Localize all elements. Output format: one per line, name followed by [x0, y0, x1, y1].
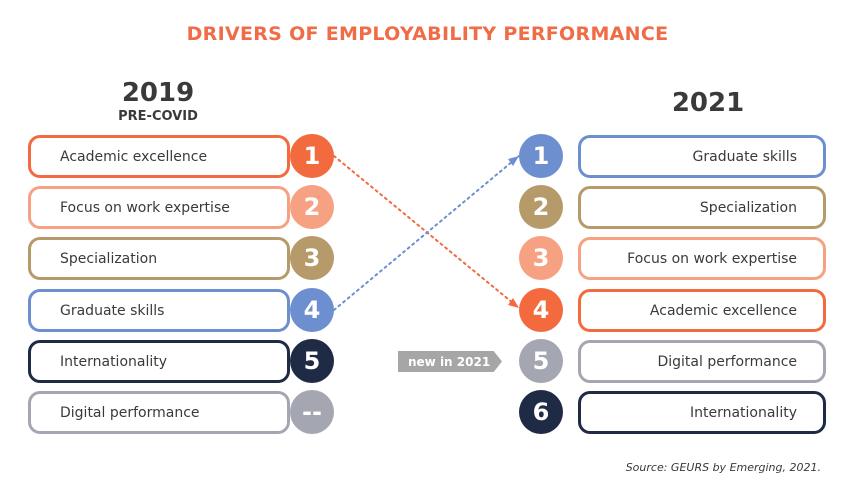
left-item-label: Focus on work expertise [60, 199, 230, 216]
right-rank-badge: 4 [519, 288, 563, 332]
right-rank-badge: 1 [519, 134, 563, 178]
left-year: 2019 [121, 78, 195, 108]
left-item-label: Specialization [60, 250, 158, 267]
right-item-label: Internationality [689, 404, 797, 421]
connector-graduate-skills [333, 155, 520, 311]
left-item-box: Graduate skills [28, 289, 290, 332]
left-item-label: Digital performance [60, 404, 200, 421]
right-item-label: Academic excellence [649, 302, 797, 319]
arrowhead-academic-excellence [508, 298, 519, 308]
left-item-box: Focus on work expertise [28, 186, 290, 229]
right-rank-badge: 6 [519, 390, 563, 434]
right-item-label: Graduate skills [692, 148, 797, 165]
left-item-label: Internationality [60, 353, 168, 370]
left-rank-badge: 3 [290, 236, 334, 280]
left-item-box: Digital performance [28, 391, 290, 434]
left-item-box: Specialization [28, 237, 290, 280]
source-note: Source: GEURS by Emerging, 2021. [625, 461, 821, 474]
left-item-box: Academic excellence [28, 135, 290, 178]
left-item-label: Academic excellence [60, 148, 208, 165]
left-rank-badge: -- [290, 390, 334, 434]
right-item-label: Focus on work expertise [627, 250, 797, 267]
right-item-box: Internationality [578, 391, 826, 434]
left-rank-badge: 5 [290, 339, 334, 383]
right-item-box: Academic excellence [578, 289, 826, 332]
right-item-box: Specialization [578, 186, 826, 229]
right-item-label: Digital performance [657, 353, 797, 370]
left-rank-badge: 2 [290, 185, 334, 229]
right-item-box: Focus on work expertise [578, 237, 826, 280]
diagram-title: DRIVERS OF EMPLOYABILITY PERFORMANCE [186, 23, 669, 45]
left-rank-badge: 4 [290, 288, 334, 332]
arrowhead-graduate-skills [508, 156, 519, 166]
right-item-box: Graduate skills [578, 135, 826, 178]
right-item-label: Specialization [699, 199, 797, 216]
left-subtitle: PRE-COVID [118, 109, 198, 124]
right-rank-badge: 2 [519, 185, 563, 229]
left-item-label: Graduate skills [60, 302, 165, 319]
left-rank-badge: 1 [290, 134, 334, 178]
left-item-box: Internationality [28, 340, 290, 383]
right-item-box: Digital performance [578, 340, 826, 383]
right-rank-badge: 5 [519, 339, 563, 383]
right-rank-badge: 3 [519, 236, 563, 280]
right-year: 2021 [671, 88, 745, 118]
new-in-2021-tag: new in 2021 [398, 351, 502, 372]
